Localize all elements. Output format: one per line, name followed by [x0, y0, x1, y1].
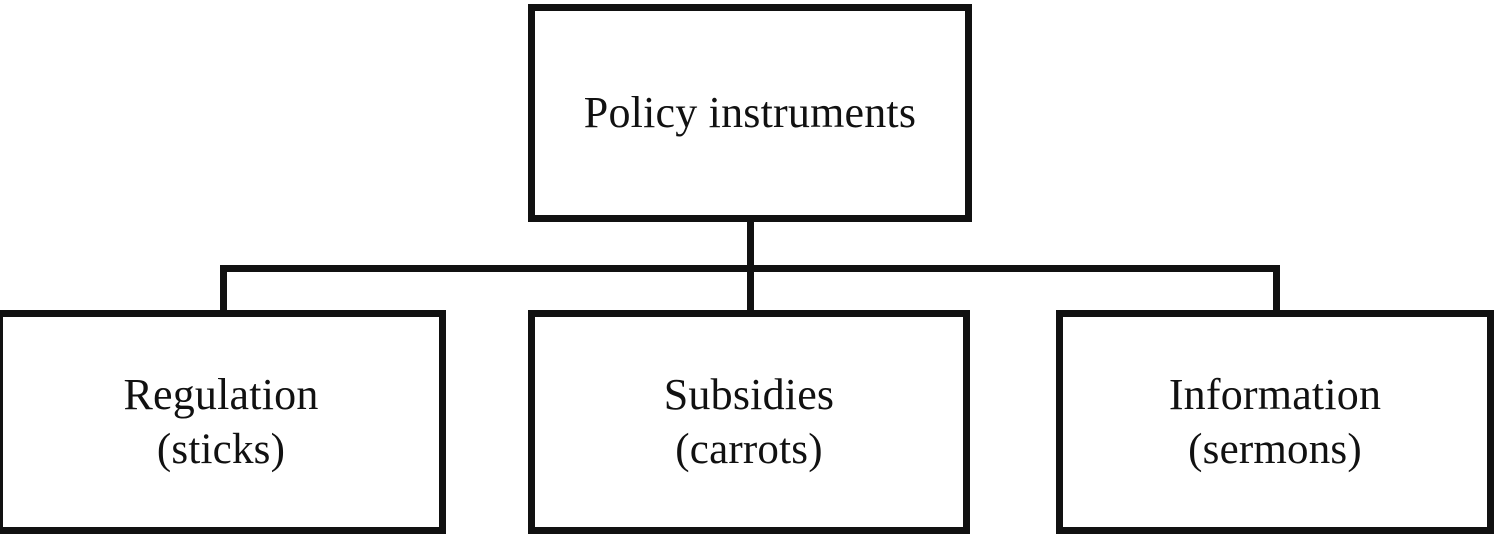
node-policy-instruments-label: Policy instruments [583, 87, 917, 137]
node-information-label: Information [1168, 370, 1382, 420]
node-information-sublabel: (sermons) [1188, 425, 1362, 473]
node-regulation: Regulation (sticks) [0, 310, 446, 534]
node-policy-instruments: Policy instruments [528, 4, 972, 222]
node-information: Information (sermons) [1056, 310, 1494, 534]
node-subsidies-label: Subsidies [663, 370, 835, 420]
node-subsidies-sublabel: (carrots) [675, 425, 823, 473]
connector-bus-to-information [1273, 265, 1280, 314]
connector-bus-to-regulation [220, 265, 227, 314]
node-regulation-label: Regulation [123, 370, 319, 420]
node-subsidies: Subsidies (carrots) [528, 310, 970, 534]
connector-root-to-subsidies [747, 218, 754, 314]
node-regulation-sublabel: (sticks) [156, 425, 286, 473]
